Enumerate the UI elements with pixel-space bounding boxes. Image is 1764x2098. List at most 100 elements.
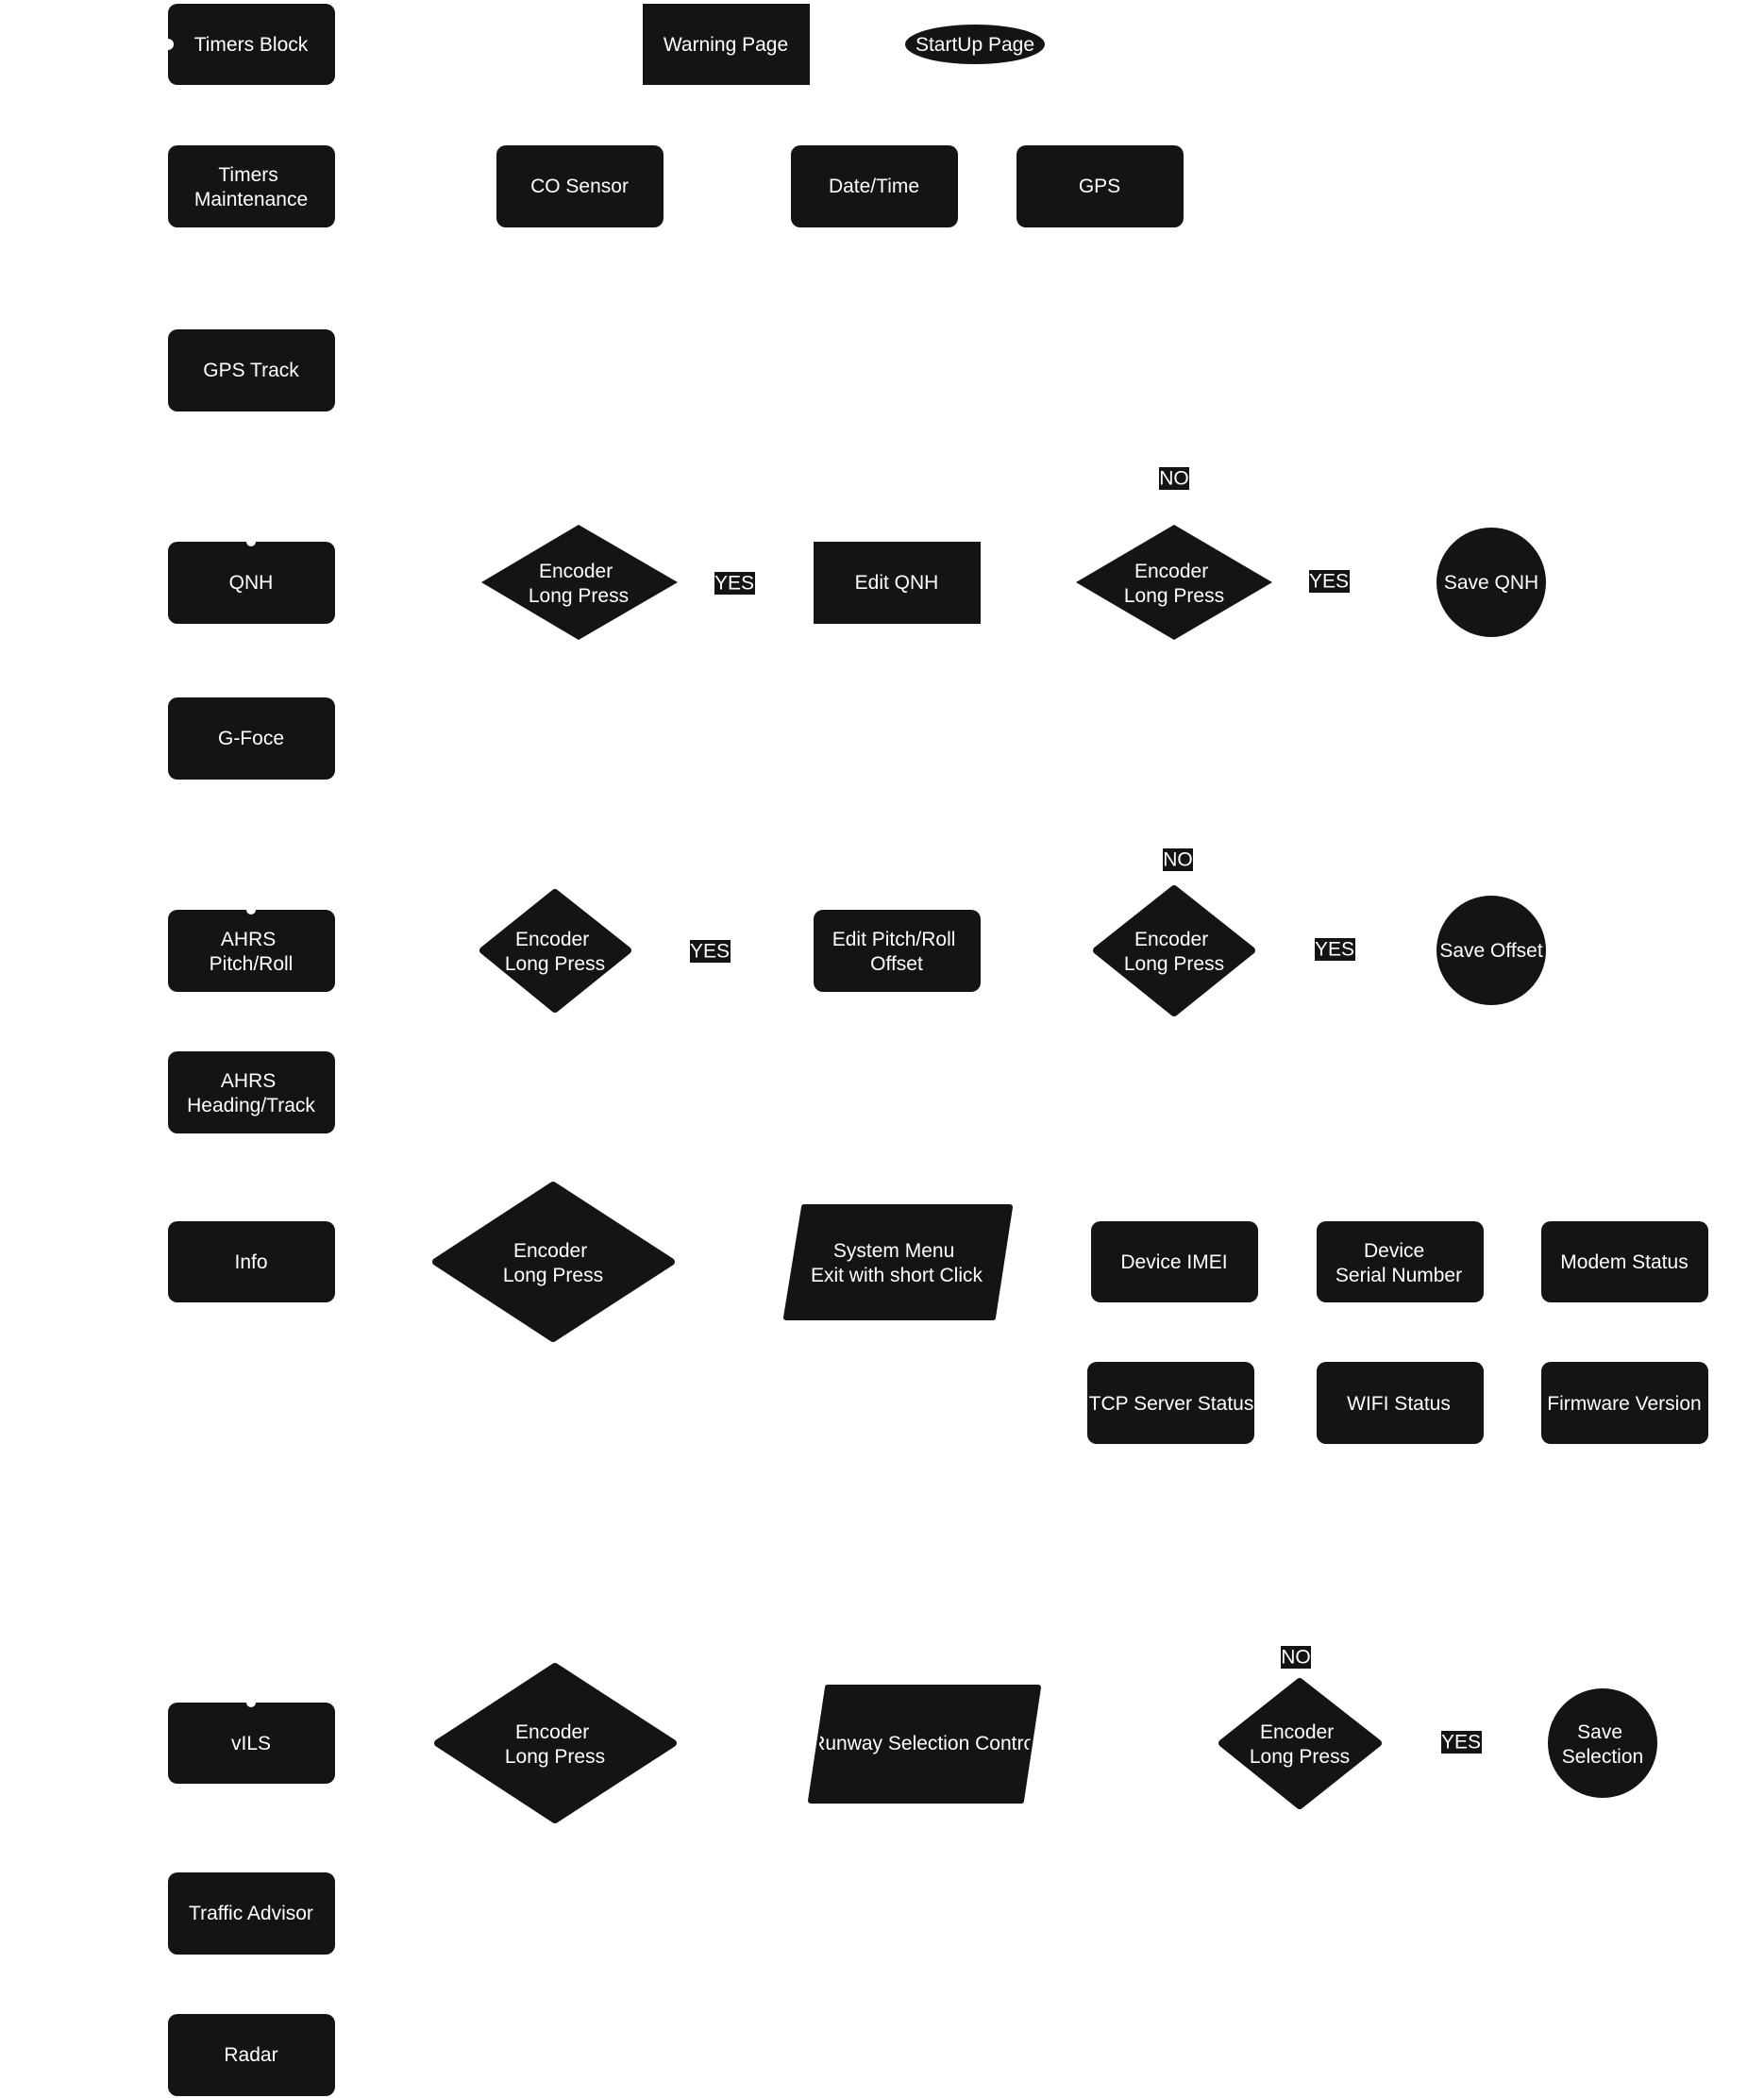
info-decision-label-line2: Long Press	[503, 1265, 603, 1286]
qnh-yes-2-label: YES	[1309, 571, 1349, 593]
ahrs-decision-2-label-line2: Long Press	[1124, 953, 1224, 975]
co-sensor-label: CO Sensor	[530, 176, 629, 197]
qnh-no-label: NO	[1159, 468, 1189, 490]
ahrs-no-tag: NO	[1163, 848, 1193, 871]
vils-label: vILS	[231, 1733, 271, 1754]
device-serial-node: Device Serial Number	[1317, 1221, 1484, 1302]
startup-page-label: StartUp Page	[916, 34, 1034, 56]
qnh-yes-1-tag: YES	[714, 572, 755, 595]
g-force-label: G-Foce	[218, 728, 284, 749]
vils-decision-1-node: Encoder Long Press	[434, 1663, 677, 1823]
runway-selection-node: Runway Selection Control	[808, 1685, 1041, 1804]
ahrs-decision-1-label-line2: Long Press	[505, 953, 605, 975]
tcp-server-status-node: TCP Server Status	[1087, 1362, 1254, 1444]
device-imei-label: Device IMEI	[1120, 1251, 1227, 1273]
qnh-decision-2-label-line2: Long Press	[1124, 585, 1224, 607]
traffic-advisor-node: Traffic Advisor	[168, 1872, 335, 1955]
startup-page-node: StartUp Page	[905, 25, 1045, 64]
system-menu-label-line2: Exit with short Click	[811, 1265, 983, 1286]
vils-decision-1-label-line2: Long Press	[505, 1746, 605, 1768]
firmware-version-node: Firmware Version	[1541, 1362, 1708, 1444]
vils-no-label: NO	[1281, 1647, 1311, 1669]
traffic-advisor-label: Traffic Advisor	[189, 1903, 313, 1924]
svg-text:Encoder Long Press: Encoder Long Press	[503, 1240, 603, 1286]
warning-page-label: Warning Page	[664, 34, 788, 56]
info-decision-node: Encoder Long Press	[432, 1182, 675, 1342]
svg-text:Runway Selection Control: Runway Selection Control	[811, 1733, 1039, 1754]
ahrs-pitch-roll-label-line2: Pitch/Roll	[210, 953, 294, 975]
qnh-decision-1-node: Encoder Long Press	[481, 525, 678, 640]
ahrs-heading-track-node: AHRS Heading/Track	[168, 1051, 335, 1133]
vils-decision-1-label-line1: Encoder	[515, 1721, 589, 1743]
save-selection-label-line2: Selection	[1562, 1746, 1643, 1768]
svg-text:G-Foce: G-Foce	[218, 728, 284, 749]
svg-text:Radar: Radar	[224, 2044, 277, 2066]
ahrs-yes-2-tag: YES	[1315, 938, 1355, 961]
svg-text:Encoder Long Press: Encoder Long Press	[1124, 561, 1224, 607]
ahrs-heading-track-label-line1: AHRS	[221, 1070, 276, 1092]
device-imei-node: Device IMEI	[1091, 1221, 1258, 1302]
vils-yes-label: YES	[1441, 1732, 1481, 1754]
ahrs-no-label: NO	[1163, 849, 1193, 871]
wifi-status-label: WIFI Status	[1347, 1393, 1451, 1415]
save-offset-node: Save Offset	[1436, 896, 1546, 1005]
radar-label: Radar	[224, 2044, 277, 2066]
svg-text:Encoder Long Press: Encoder Long Press	[1250, 1721, 1350, 1768]
svg-text:System Menu Exit with sh: System Menu Exit with short Click	[811, 1240, 983, 1286]
qnh-decision-2-label-line1: Encoder	[1134, 561, 1208, 582]
tcp-server-status-label: TCP Server Status	[1089, 1393, 1254, 1415]
ahrs-decision-2-label-line1: Encoder	[1134, 929, 1208, 950]
system-menu-label-line1: System Menu	[833, 1240, 954, 1262]
svg-text:Firmware Version: Firmware Version	[1547, 1393, 1701, 1415]
ahrs-yes-1-label: YES	[690, 941, 730, 963]
edit-pitch-roll-node: Edit Pitch/Roll Offset	[814, 910, 981, 992]
svg-text:Device Serial Number: Device Serial Number	[1336, 1240, 1462, 1286]
svg-text:Date/Time: Date/Time	[829, 176, 919, 197]
qnh-decision-1-label-line2: Long Press	[529, 585, 629, 607]
timers-maintenance-label-line1: Timers	[218, 164, 277, 186]
ahrs-heading-track-label-line2: Heading/Track	[187, 1095, 315, 1116]
qnh-no-tag: NO	[1159, 467, 1189, 490]
device-serial-label-line2: Serial Number	[1336, 1265, 1462, 1286]
vils-node: vILS	[168, 1698, 335, 1784]
svg-text:Traffic Advisor: Traffic Advisor	[189, 1903, 313, 1924]
qnh-yes-1-label: YES	[714, 573, 754, 595]
svg-text:Save QNH: Save QNH	[1444, 572, 1538, 594]
vils-decision-2-node: Encoder Long Press	[1218, 1678, 1382, 1809]
svg-text:Save Offset: Save Offset	[1439, 940, 1543, 962]
gps-label: GPS	[1079, 176, 1120, 197]
save-selection-node: Save Selection	[1548, 1688, 1657, 1798]
svg-text:Warning Page: Warning Page	[664, 34, 788, 56]
ahrs-pitch-roll-node: AHRS Pitch/Roll	[168, 905, 335, 992]
svg-text:Timers Maintenance: Timers Maintenance	[194, 164, 308, 210]
g-force-node: G-Foce	[168, 697, 335, 780]
edit-qnh-node: Edit QNH	[814, 542, 981, 624]
warning-page-node: Warning Page	[643, 4, 810, 85]
ahrs-yes-1-tag: YES	[690, 940, 731, 963]
svg-text:Encoder Long Press: Encoder Long Press	[505, 929, 605, 975]
wifi-status-node: WIFI Status	[1317, 1362, 1484, 1444]
qnh-yes-2-tag: YES	[1309, 570, 1350, 593]
vils-decision-2-label-line1: Encoder	[1260, 1721, 1334, 1743]
save-qnh-label: Save QNH	[1444, 572, 1538, 594]
gps-node: GPS	[1016, 145, 1184, 227]
svg-text:AHRS Heading/Track: AHRS Heading/Track	[187, 1070, 315, 1116]
svg-text:AHRS Pitch/Roll: AHRS Pitch/Roll	[210, 929, 294, 975]
svg-text:Encoder Long Press: Encoder Long Press	[505, 1721, 605, 1768]
save-offset-label: Save Offset	[1439, 940, 1543, 962]
svg-text:Save Selection: Save Selection	[1562, 1721, 1643, 1768]
svg-text:Info: Info	[234, 1251, 267, 1273]
ahrs-decision-2-node: Encoder Long Press	[1093, 885, 1255, 1016]
svg-text:Encoder Long Press: Encoder Long Press	[1124, 929, 1224, 975]
ahrs-decision-1-label-line1: Encoder	[515, 929, 589, 950]
svg-text:StartUp Page: StartUp Page	[916, 34, 1034, 56]
info-node: Info	[168, 1221, 335, 1302]
save-qnh-node: Save QNH	[1436, 528, 1546, 637]
info-label: Info	[234, 1251, 267, 1273]
vils-decision-2-label-line2: Long Press	[1250, 1746, 1350, 1768]
svg-text:QNH: QNH	[229, 572, 274, 594]
gps-track-label: GPS Track	[203, 360, 299, 381]
svg-text:Edit QNH: Edit QNH	[855, 572, 939, 594]
edit-pitch-roll-label-line2: Offset	[870, 953, 923, 975]
